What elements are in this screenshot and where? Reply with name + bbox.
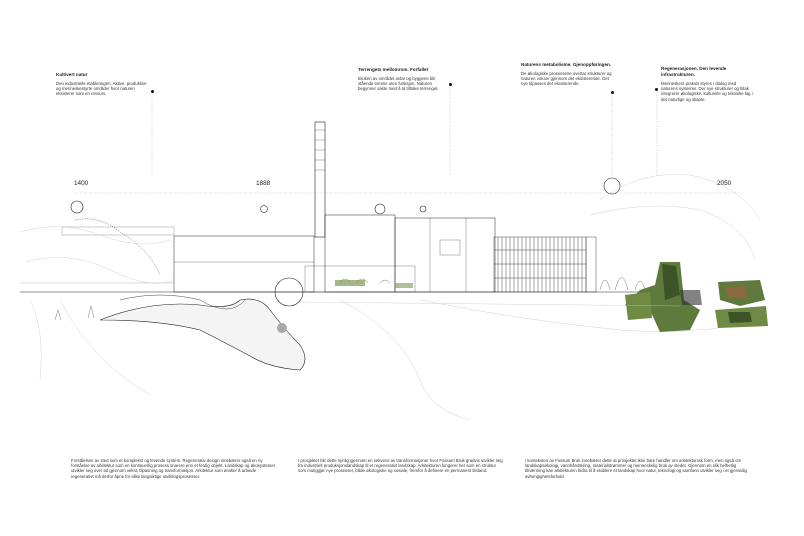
annotation-1: Kultivert natur Den industrielle etabler… — [56, 72, 148, 97]
annotation-3-title: Naturens metabolisme. Gjenoppføringen. — [521, 62, 612, 67]
annotation-2-body: Bruken av området avtar og byggene blir … — [358, 76, 439, 92]
ground-line — [20, 282, 680, 293]
annotation-1-body: Den industrielle etableringen. Aktive, p… — [56, 81, 147, 97]
footer-paragraph-3: I konteksten av Fossum Bruk innebærer de… — [525, 458, 747, 479]
timeline-year-1888: 1888 — [256, 180, 271, 187]
horizon-line — [299, 301, 681, 307]
footer-paragraph-1: Forståelsen av sted som et komplekst og … — [71, 458, 276, 479]
chimney — [314, 121, 326, 238]
annotation-2-dot — [449, 83, 452, 86]
timeline-circles — [70, 177, 621, 307]
annotation-4-body: Menneskers praksis styres i dialog med n… — [661, 81, 753, 102]
timeline-year-2050: 2050 — [717, 180, 732, 187]
annotation-4: Regenerasjonen. Den levende infrastruktu… — [661, 66, 753, 102]
timeline-circle-1400 — [70, 200, 84, 214]
terrain-contours — [19, 174, 761, 421]
timeline-circle-large — [603, 177, 621, 195]
annotation-4-title: Regenerasjonen. Den levende infrastruktu… — [661, 66, 727, 77]
timeline-year-1400: 1400 — [74, 180, 89, 187]
glass-building — [493, 236, 597, 293]
annotation-2-title: Terrengets mellomrom. Forfallet — [358, 67, 429, 72]
vegetation-collage — [625, 262, 768, 332]
grey-disc — [277, 323, 287, 333]
annotation-2: Terrengets mellomrom. Forfallet Bruken a… — [358, 67, 450, 92]
annotation-3-body: De økologiske prosessene overtar struktu… — [521, 71, 612, 87]
footer-paragraph-2: I prosjektet blir dette synlig gjennom e… — [298, 458, 503, 474]
leader-lines — [151, 85, 658, 175]
timeline-circle-small — [419, 205, 427, 213]
annotation-4-dot — [655, 88, 658, 91]
annotation-1-title: Kultivert natur — [56, 72, 88, 77]
factory-buildings — [61, 214, 496, 293]
timeline-circle-mid — [374, 203, 386, 215]
riverbank-section — [74, 218, 306, 371]
annotation-3-dot — [611, 91, 614, 94]
annotation-1-dot — [151, 90, 154, 93]
timeline-circle-1888 — [260, 205, 268, 213]
green-patches-small — [335, 280, 413, 288]
annotation-3: Naturens metabolisme. Gjenoppføringen. D… — [521, 62, 613, 87]
